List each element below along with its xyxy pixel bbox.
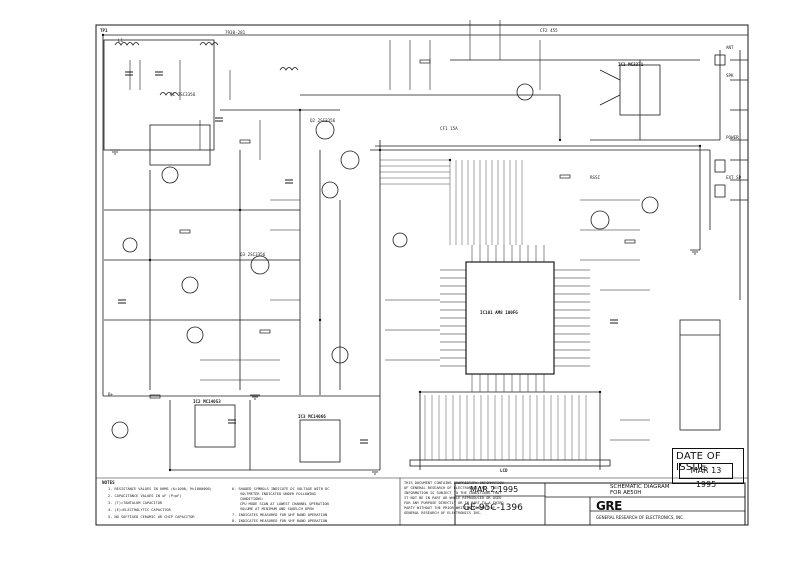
disclaimer-3: INFORMATION IS SUBJECT TO THE CONDITIONS… — [404, 491, 502, 495]
ref-ext-sp: EXT SP — [726, 175, 742, 180]
company-name: GENERAL RESEARCH OF ELECTRONICS, INC. — [596, 515, 685, 520]
ref-cpu: IC101 AM8 100FG — [480, 310, 518, 315]
note-6: 6. SHADED SYMBOLS INDICATE DC VOLTAGE WI… — [232, 487, 330, 491]
note-6e: VOLUME AT MINIMUM AND SQUELCH OPEN — [240, 507, 314, 511]
date-of-issue-stamp: MAR 13 1995 — [679, 463, 733, 489]
company-logo: GRE — [596, 499, 622, 513]
ref-ic2: IC2 MC14053 — [193, 399, 221, 404]
note-1: 1. RESISTANCE VALUES IN OHMS (K=1000, M=… — [108, 487, 212, 491]
note-2: 2. CAPACITANCE VALUES IN uF (P=pF) — [108, 494, 182, 498]
note-6c: CONDITIONS: — [240, 497, 264, 501]
note-3: 3. (T)=TANTALUM CAPACITOR — [108, 501, 163, 505]
note-7: 7. INDICATES MEASURED FOR UHF BAND OPERA… — [232, 513, 328, 517]
disclaimer-1: THIS DOCUMENT CONTAINS PROPRIETARY INFOR… — [404, 481, 504, 485]
note-8: 8. INDICATES MEASURED FOR VHF BAND OPERA… — [232, 519, 328, 523]
disclaimer-2: OF GENERAL RESEARCH OF ELECTRONICS INC. … — [404, 486, 500, 490]
disclaimer-7: GENERAL RESEARCH OF ELECTRONICS INC. — [404, 511, 482, 515]
ref-tp1: TP1 — [100, 28, 108, 33]
ref-transformer: 7930-281 — [225, 30, 246, 35]
note-4: 4. (E)=ELECTROLYTIC CAPACITOR — [108, 508, 171, 512]
ref-power: POWER — [726, 135, 739, 140]
ref-ant: ANT — [726, 45, 734, 50]
schematic-subtitle: FOR AE50H — [610, 490, 642, 496]
drawing-number: GE-95C-1396 — [463, 503, 523, 513]
schematic-title: SCHEMATIC DIAGRAM — [610, 484, 670, 490]
ref-ic3: IC3 MC14066 — [298, 414, 326, 419]
date-of-issue-label: DATE OF ISSUE — [676, 451, 721, 473]
notes-title: NOTES — [102, 480, 115, 485]
date-of-issue-box: DATE OF ISSUE MAR 13 1995 — [672, 448, 744, 489]
note-6d: CPU MODE SCAN AT LOWEST CHANNEL OPERATIO… — [240, 502, 329, 506]
note-5: 5. NO SUFFIXED CERAMIC OR CHIP CAPACITOR — [108, 515, 195, 519]
ref-lcd: LCD — [500, 468, 508, 473]
ref-q2: Q2 2SC3356 — [310, 118, 336, 123]
disclaimer-4: IT NOT BE IN PART OR WHOLE REPRODUCED OR… — [404, 496, 502, 500]
disclaimer-5: FOR ANY PURPOSE DIRECTLY OR IN PART TO A… — [404, 501, 504, 505]
ref-q1: Q1 2SC3356 — [170, 92, 196, 97]
ref-cf2: CF2 455 — [540, 28, 558, 33]
disclaimer-6: PARTY WITHOUT THE PRIOR WRITTEN CONSENT … — [404, 506, 495, 510]
ref-cf1: CF1 15A — [440, 126, 458, 131]
ref-rssi: RSSI — [590, 175, 601, 180]
ref-spk: SPK — [726, 73, 734, 78]
ref-q3: Q3 2SC3356 — [240, 252, 266, 257]
ref-bplus: B+ — [108, 392, 114, 397]
ref-l1: L1 — [118, 38, 124, 43]
ref-ic1: IC1 MC3371 — [618, 62, 644, 67]
note-6b: VOLTMETER INDICATED UNDER FOLLOWING — [240, 492, 316, 496]
title-date-stamp: MAR.2.1995 — [470, 485, 519, 494]
